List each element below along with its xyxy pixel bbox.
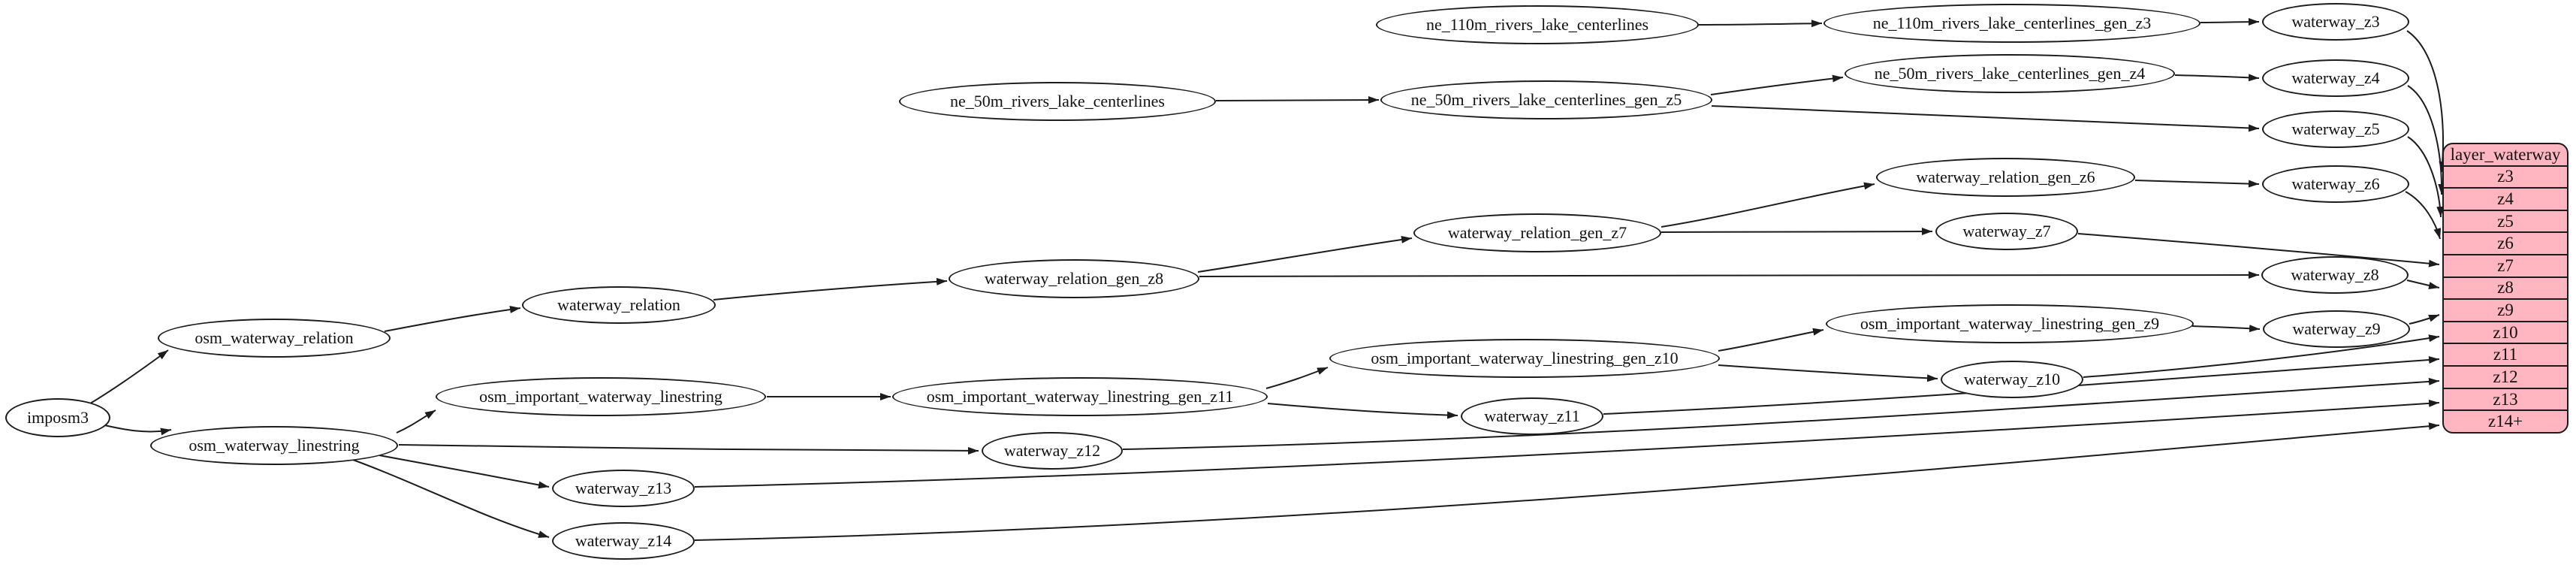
node-waterway-z10: waterway_z10 [1941,361,2083,398]
table-row-z7: z7 [2444,255,2567,278]
edge [352,459,550,538]
edge [384,306,521,332]
node-waterway-z5: waterway_z5 [2262,110,2409,148]
edge [2406,279,2440,289]
table-row-z10: z10 [2444,322,2567,345]
layer-waterway-table: layer_waterway z3 z4 z5 z6 z7 z8 z9 z10 … [2442,143,2568,434]
edge [2200,18,2260,26]
node-imposm3: imposm3 [5,398,110,437]
node-waterway-relation-gen-z6: waterway_relation_gen_z6 [1876,158,2135,197]
edge [1122,377,2440,450]
table-row-z5: z5 [2444,211,2567,234]
edge [101,424,172,436]
node-waterway-z8: waterway_z8 [2261,256,2409,294]
edge [2083,334,2440,378]
table-row-z8: z8 [2444,278,2567,301]
edge [89,349,169,404]
edge [379,455,550,489]
node-waterway-z14: waterway_z14 [552,522,695,560]
node-waterway-z11: waterway_z11 [1461,397,1603,435]
edge [2174,74,2260,82]
edge [2407,85,2446,195]
edge [1199,271,2260,279]
table-title: layer_waterway [2444,144,2567,167]
edge [1661,182,1875,228]
edge [1267,403,1458,419]
table-row-z13: z13 [2444,389,2567,412]
table-row-z9: z9 [2444,300,2567,322]
node-ne-50m-rivers-lake-centerlines-gen-z4: ne_50m_rivers_lake_centerlines_gen_z4 [1845,54,2175,93]
node-osm-important-waterway-linestring-gen-z9: osm_important_waterway_linestring_gen_z9 [1826,304,2194,343]
node-waterway-relation: waterway_relation [522,286,716,324]
table-row-z6: z6 [2444,233,2567,256]
node-osm-important-waterway-linestring-gen-z10: osm_important_waterway_linestring_gen_z1… [1329,339,1720,378]
edge [1197,236,1413,273]
edge [694,399,2440,488]
edge [2191,325,2261,333]
node-ne-50m-rivers-lake-centerlines: ne_50m_rivers_lake_centerlines [899,82,1216,121]
node-waterway-z12: waterway_z12 [982,432,1123,470]
edge [1265,367,1329,389]
node-waterway-z13: waterway_z13 [552,470,695,507]
node-waterway-z6: waterway_z6 [2262,165,2409,203]
node-waterway-relation-gen-z8: waterway_relation_gen_z8 [949,259,1199,298]
node-waterway-z3: waterway_z3 [2262,3,2409,41]
edge [1718,328,1824,352]
edge [1710,74,1844,95]
edge [713,277,948,301]
node-waterway-z7: waterway_z7 [1935,213,2078,250]
node-osm-important-waterway-linestring: osm_important_waterway_linestring [436,377,766,416]
edge [2077,233,2440,267]
edge [396,409,436,434]
edge [2405,191,2442,240]
node-ne-50m-rivers-lake-centerlines-gen-z5: ne_50m_rivers_lake_centerlines_gen_z5 [1380,80,1712,119]
node-osm-waterway-linestring: osm_waterway_linestring [150,426,398,465]
table-row-z11: z11 [2444,344,2567,367]
edge [2409,314,2440,325]
node-waterway-z9: waterway_z9 [2263,310,2410,348]
edge [1215,96,1380,104]
edge [2407,136,2445,218]
node-ne-110m-rivers-lake-centerlines: ne_110m_rivers_lake_centerlines [1376,5,1699,44]
edge [2406,30,2447,173]
edge [1711,105,2260,132]
table-row-z14plus: z14+ [2487,412,2523,431]
edge [398,444,979,455]
node-osm-waterway-relation: osm_waterway_relation [158,319,391,358]
edge [1661,228,1933,236]
edge [1718,364,1938,382]
edge [694,422,2440,541]
node-waterway-z4: waterway_z4 [2262,59,2409,97]
table-row-z3: z3 [2444,167,2567,189]
node-waterway-relation-gen-z7: waterway_relation_gen_z7 [1413,213,1661,252]
edge [2134,180,2260,188]
edge [1698,20,1823,28]
node-ne-110m-rivers-lake-centerlines-gen-z3: ne_110m_rivers_lake_centerlines_gen_z3 [1823,4,2200,43]
table-row-z12: z12 [2444,367,2567,389]
table-row-z4: z4 [2444,189,2567,211]
node-osm-important-waterway-linestring-gen-z11: osm_important_waterway_linestring_gen_z1… [892,377,1268,416]
